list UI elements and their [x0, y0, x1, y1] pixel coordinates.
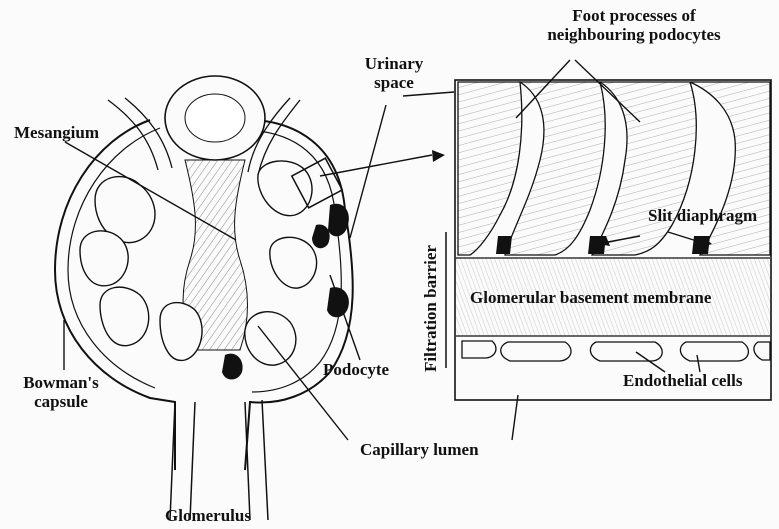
gbm-label: Glomerular basement membrane [470, 288, 711, 307]
capillary-lumen-label: Capillary lumen [360, 440, 479, 459]
afferent-arteriole [170, 402, 195, 520]
urinary-space-label: Urinary space [356, 54, 432, 92]
foot-processes-label-line1: Foot processes of [534, 6, 734, 25]
bowmans-capsule-label: Bowman's capsule [18, 373, 104, 411]
glomerulus-drawing [55, 76, 353, 520]
mesangium-label: Mesangium [14, 123, 99, 142]
endothelial-cells-label: Endothelial cells [623, 371, 742, 390]
glomerulus-label: Glomerulus [165, 506, 251, 525]
urinary-space-label-line1: Urinary [356, 54, 432, 73]
podocyte-label: Podocyte [323, 360, 389, 379]
foot-processes-label: Foot processes of neighbouring podocytes [534, 6, 734, 44]
foot-processes-label-line2: neighbouring podocytes [534, 25, 734, 44]
filtration-barrier-label: Filtration barrier [421, 245, 441, 372]
urinary-space-label-line2: space [356, 73, 432, 92]
slit-diaphragm-label: Slit diaphragm [648, 206, 757, 225]
endothelial-cells [462, 341, 770, 361]
bowmans-capsule-label-line2: capsule [18, 392, 104, 411]
bowmans-capsule-label-line1: Bowman's [18, 373, 104, 392]
vessel-top-left [108, 98, 172, 170]
filtration-barrier-detail [455, 80, 771, 400]
